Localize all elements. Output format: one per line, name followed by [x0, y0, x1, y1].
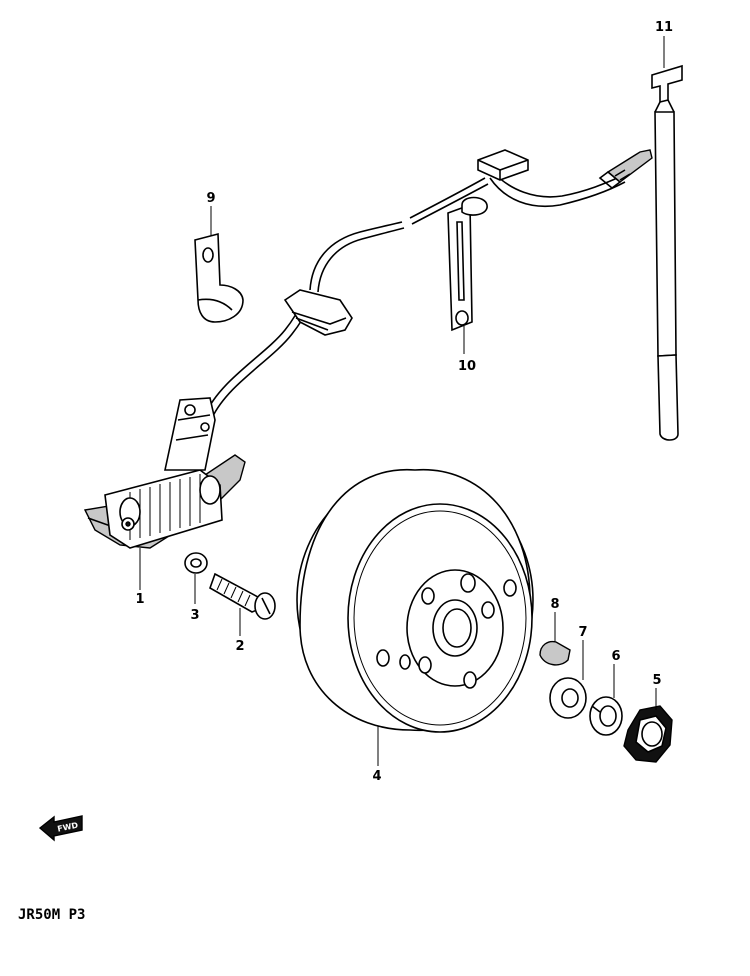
wiring-harness	[204, 171, 626, 419]
key-8	[539, 640, 571, 666]
callout-9: 9	[206, 191, 215, 206]
cable-tie-11	[651, 64, 683, 441]
clamp-10	[447, 196, 488, 332]
forward-direction-marker: FWD	[38, 815, 83, 842]
washer-7	[549, 677, 587, 719]
ignition-coil	[83, 397, 246, 549]
callout-labels: 1 2 3 4 5 6 7 8 9 10 11	[135, 20, 673, 784]
nut-5	[623, 705, 673, 763]
fwd-label: FWD	[57, 821, 80, 834]
left-arrow-icon	[38, 815, 83, 842]
callout-5: 5	[652, 673, 661, 688]
wire-terminal	[598, 149, 653, 190]
wire-grommet	[283, 289, 353, 336]
flywheel-rotor	[296, 468, 534, 733]
clamp-9	[194, 232, 244, 323]
callout-2: 2	[235, 639, 244, 654]
screw-2	[209, 572, 276, 620]
lock-washer-6	[589, 696, 623, 736]
callout-1: 1	[135, 592, 144, 607]
washer-3	[184, 552, 208, 574]
callout-10: 10	[458, 359, 476, 374]
callout-8: 8	[550, 597, 559, 612]
callout-6: 6	[611, 649, 620, 664]
diagram-code: JR50M P3	[18, 907, 85, 923]
callout-11: 11	[655, 20, 673, 35]
callout-3: 3	[190, 608, 199, 623]
leader-lines	[139, 36, 665, 766]
wire-coupler	[477, 149, 529, 181]
callout-4: 4	[372, 769, 381, 784]
callout-7: 7	[578, 625, 587, 640]
